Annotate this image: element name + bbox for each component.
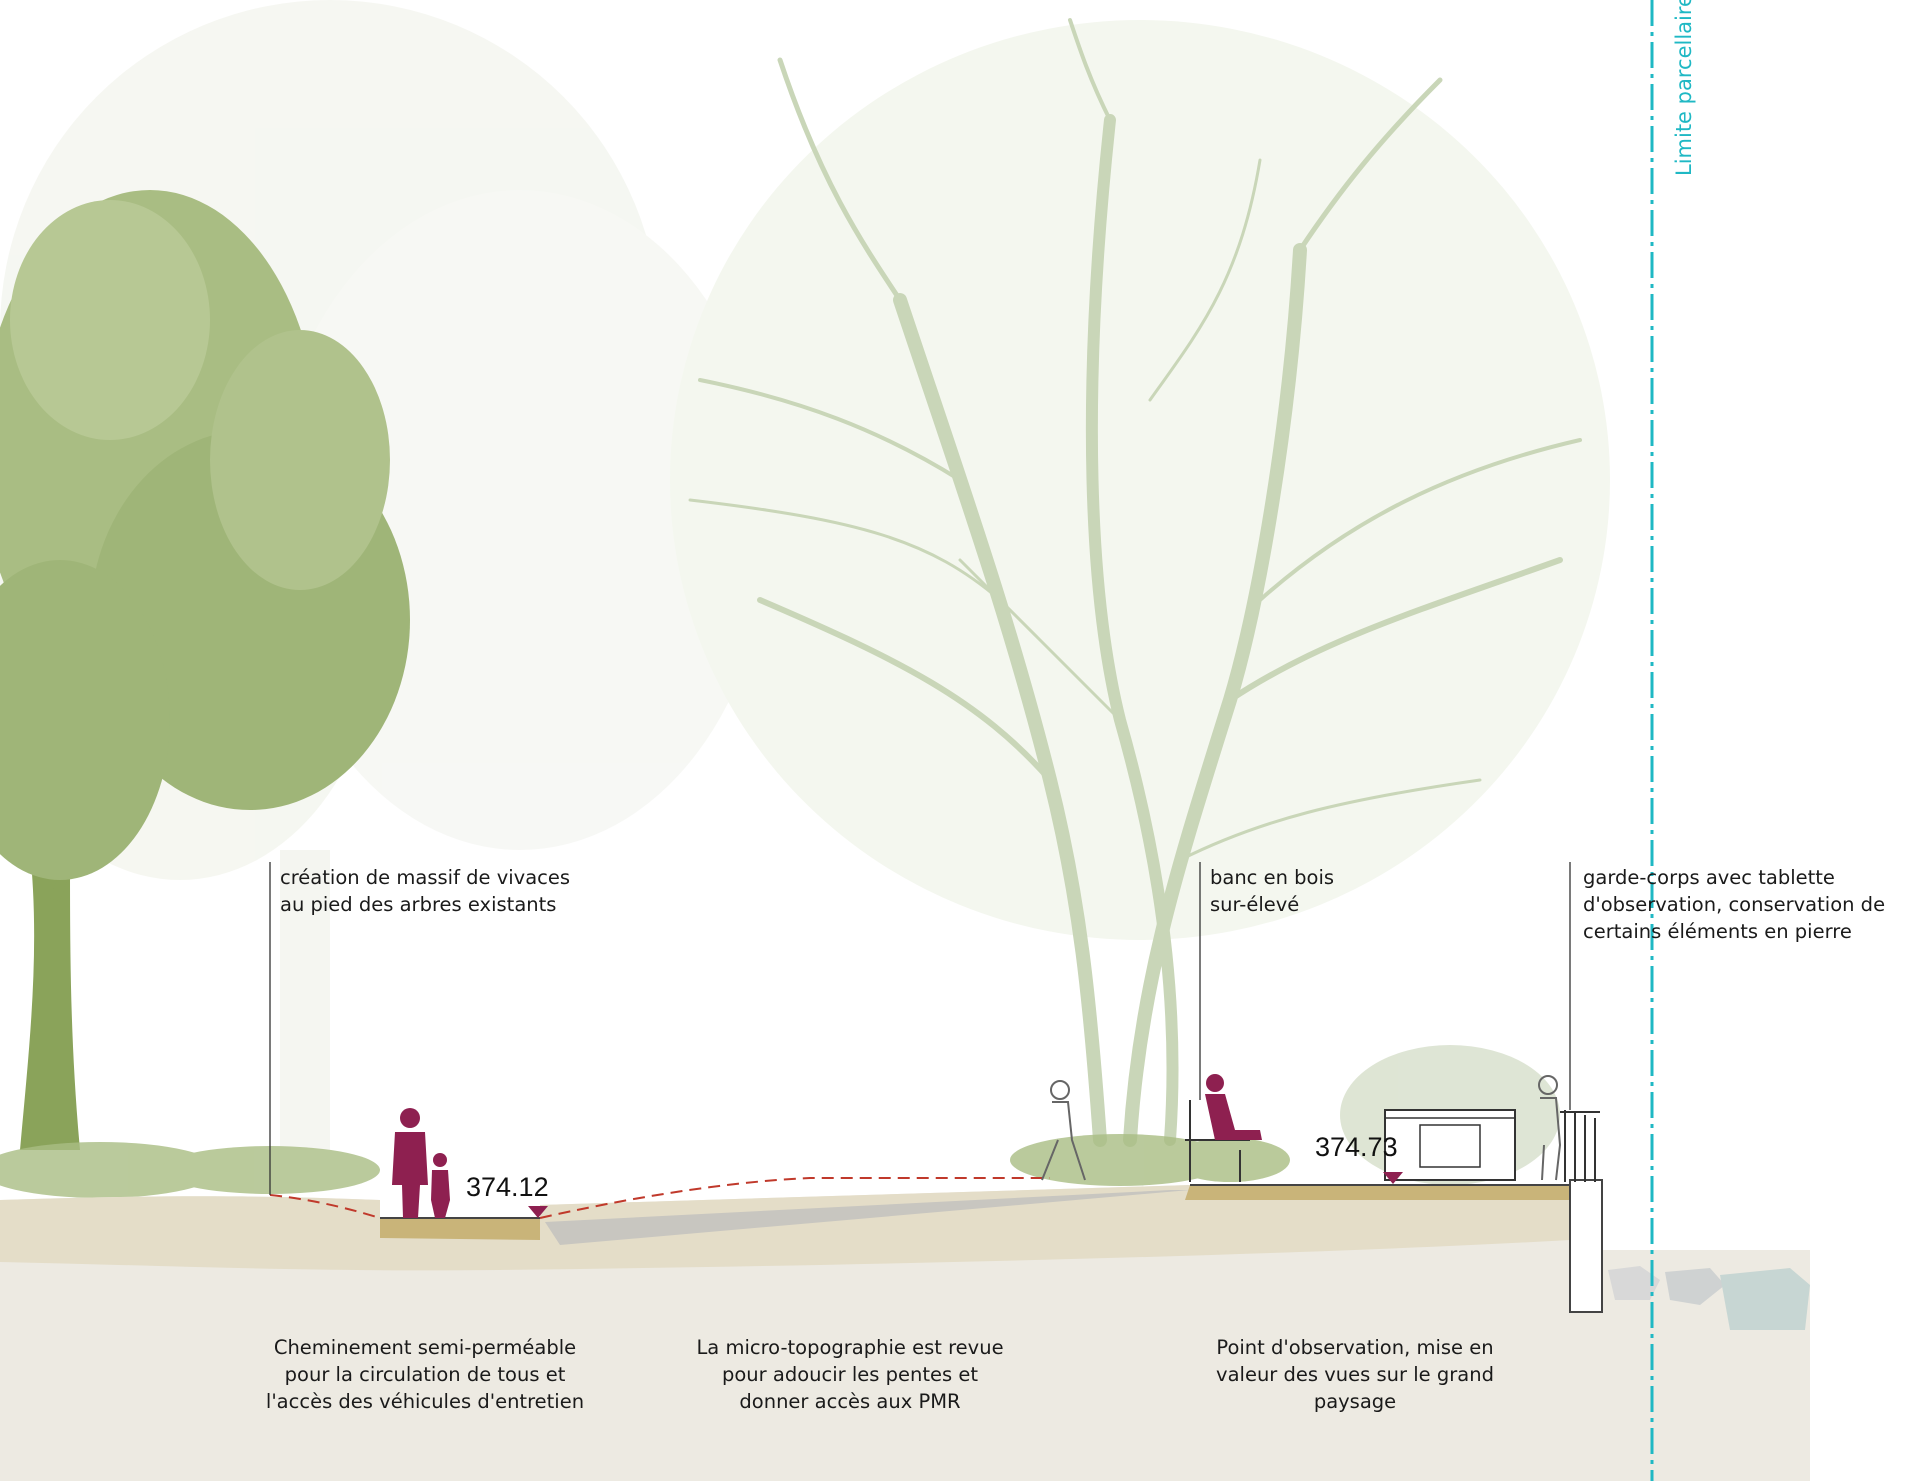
annotation-railing: garde-corps avec tablette d'observation,… xyxy=(1583,866,1886,943)
people-silhouettes xyxy=(392,1074,1562,1218)
elevation-marker-2 xyxy=(1383,1172,1403,1184)
seated-person-silhouette xyxy=(1205,1074,1262,1140)
annotation-perennial-massif: création de massif de vivaces au pied de… xyxy=(280,866,571,916)
property-limit-label: Limite parcellaire xyxy=(1672,0,1696,176)
walking-person-outline xyxy=(1041,1080,1086,1181)
large-bare-tree xyxy=(670,18,1610,1147)
retaining-wall xyxy=(1569,1179,1603,1313)
elevation-markers xyxy=(528,1172,1403,1218)
annotation-observation-point: Point d'observation, mise en valeur des … xyxy=(1216,1336,1494,1413)
annotation-raised-bench: banc en bois sur-élevé xyxy=(1210,866,1335,916)
shrub-band xyxy=(0,1045,1560,1198)
elevation-label-1: 374.12 xyxy=(466,1172,549,1202)
observation-table xyxy=(1384,1109,1516,1181)
foreground-tree xyxy=(0,190,410,1150)
elevation-marker-1 xyxy=(528,1206,548,1218)
annotation-path: Cheminement semi-perméable pour la circu… xyxy=(265,1336,585,1413)
annotation-microtopography: La micro-topographie est revue pour adou… xyxy=(696,1336,1004,1413)
railing xyxy=(1560,1110,1600,1182)
elevation-label-2: 374.73 xyxy=(1315,1132,1398,1162)
ground-section xyxy=(0,1185,1810,1481)
annotation-leaders xyxy=(269,862,1571,1195)
former-grade-lines xyxy=(269,1177,1050,1219)
adult-person-silhouette xyxy=(392,1108,428,1218)
boulders xyxy=(1608,1266,1810,1330)
standing-person-outline xyxy=(1538,1075,1562,1181)
child-person-silhouette xyxy=(431,1153,450,1218)
